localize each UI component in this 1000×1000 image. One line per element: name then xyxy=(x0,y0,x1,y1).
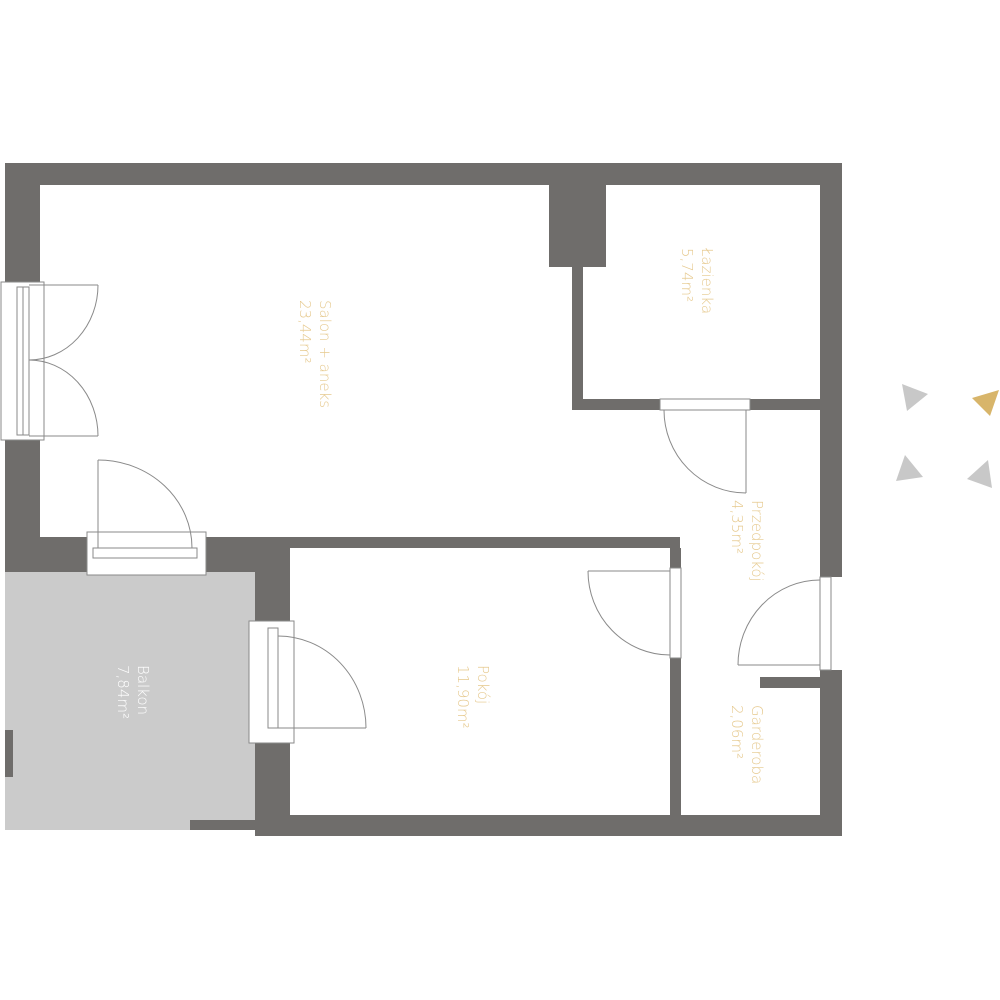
room-label-przedpokoj: Przedpokój4,35m² xyxy=(728,500,766,582)
compass-arrow-ne-active xyxy=(972,390,999,416)
room-label-lazienka: Łazienka5,74m² xyxy=(678,247,716,314)
bathroom-door xyxy=(659,398,751,494)
pokoj-balcony-door xyxy=(248,620,367,744)
balcony-area xyxy=(5,572,255,830)
compass-arrow-se xyxy=(967,460,992,488)
entrance-door xyxy=(737,576,832,671)
balcony-door-bottom xyxy=(86,459,207,576)
svg-text:Salon + aneks23,44m²: Salon + aneks23,44m² xyxy=(296,300,334,408)
svg-text:Pokój11,90m²: Pokój11,90m² xyxy=(454,665,492,729)
walls xyxy=(5,163,842,836)
pokoj-door xyxy=(587,567,682,659)
svg-text:Balkon7,84m²: Balkon7,84m² xyxy=(114,665,152,719)
svg-text:Przedpokój4,35m²: Przedpokój4,35m² xyxy=(728,500,766,582)
balcony-door-left xyxy=(0,281,99,441)
compass-arrow-sw xyxy=(896,455,923,481)
compass xyxy=(896,384,999,488)
compass-arrow-nw xyxy=(902,384,928,411)
room-label-garderoba: Garderoba2,06m² xyxy=(728,705,766,784)
room-label-salon: Salon + aneks23,44m² xyxy=(296,300,334,408)
room-label-balkon: Balkon7,84m² xyxy=(114,665,152,719)
svg-text:Garderoba2,06m²: Garderoba2,06m² xyxy=(728,705,766,784)
room-label-pokoj: Pokój11,90m² xyxy=(454,665,492,729)
svg-text:Łazienka5,74m²: Łazienka5,74m² xyxy=(678,247,716,314)
